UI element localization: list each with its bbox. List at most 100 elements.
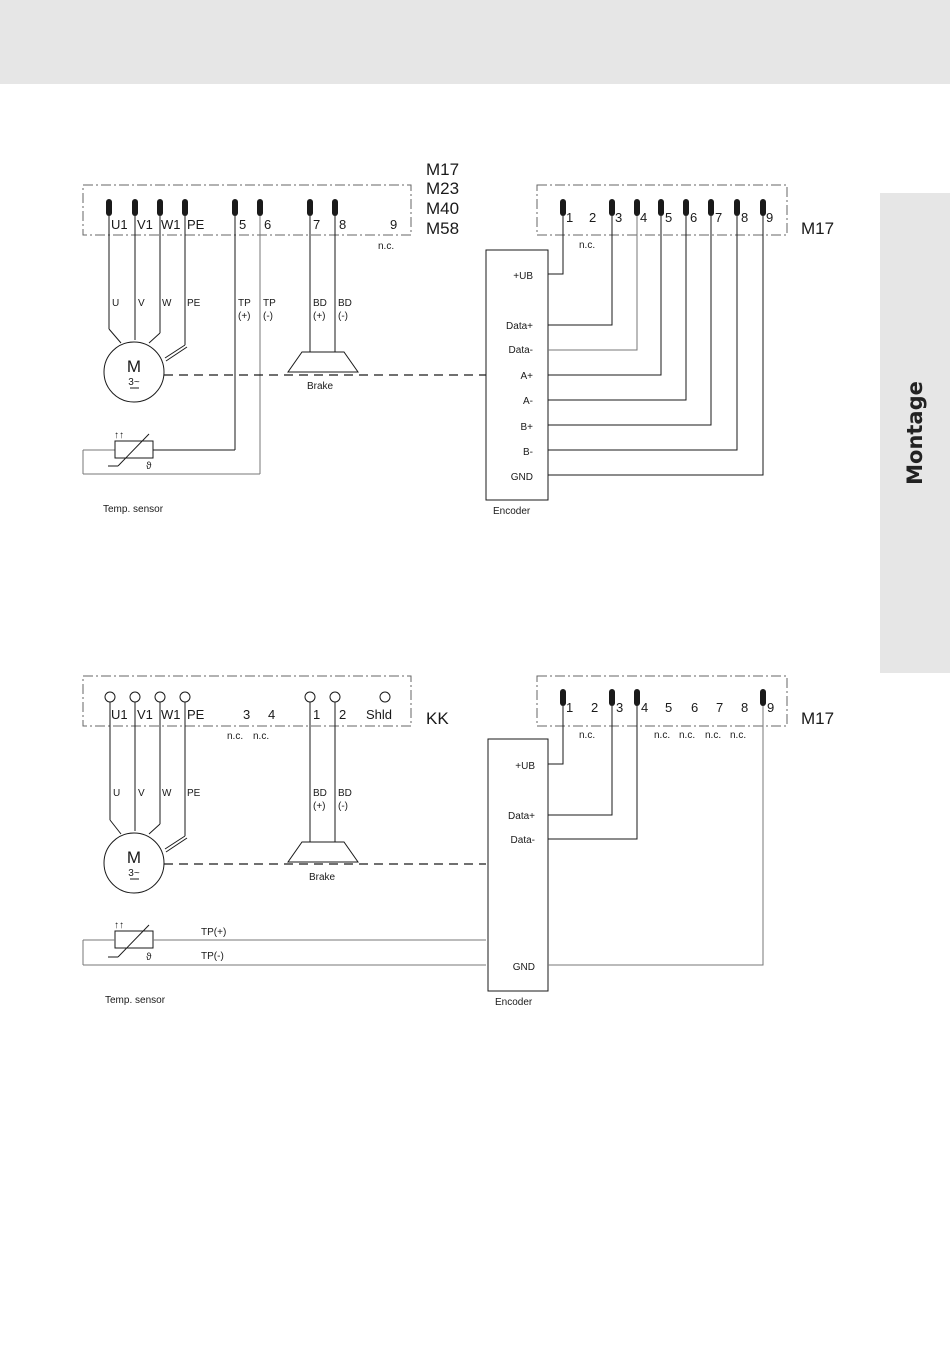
pin-pe [182, 199, 188, 216]
enc2-pin-label-9: 9 [767, 700, 774, 715]
encoder-connector-frame-2 [536, 675, 788, 727]
brake-symbol-2 [287, 841, 359, 863]
pin-label-7: 7 [313, 217, 320, 232]
enc2-pin-1 [560, 689, 566, 706]
pin-label-6: 6 [264, 217, 271, 232]
motor-label: M [127, 357, 141, 376]
kk-bd-plus-sign: (+) [313, 801, 326, 812]
pin-label-9: 9 [390, 217, 397, 232]
enc-pin-label-1: 1 [566, 210, 573, 225]
brake-label-2: Brake [309, 872, 336, 883]
pin-5 [232, 199, 238, 216]
temp-sensor-symbol-2 [114, 930, 154, 949]
pin-label-8: 8 [339, 217, 346, 232]
socket-v1 [129, 691, 141, 703]
enc-pin-5 [658, 199, 664, 216]
enc2-pin-label-1: 1 [566, 700, 573, 715]
sig2-data-minus: Data- [511, 835, 535, 846]
pin-u1 [106, 199, 112, 216]
kk-pin-label-v1: V1 [137, 707, 153, 722]
bd-plus-sign: (+) [313, 311, 326, 322]
enc2-pin-label-5: 5 [665, 700, 672, 715]
enc2-pin-9 [760, 689, 766, 706]
tp-minus-sign: (-) [263, 311, 273, 322]
enc2-pin-label-2: 2 [591, 700, 598, 715]
enc-pin-6 [683, 199, 689, 216]
enc-pin-label-7: 7 [715, 210, 722, 225]
tp-plus-label: TP [238, 298, 251, 309]
enc2-pin-label-4: 4 [641, 700, 648, 715]
kk-bd-minus-label: BD [338, 788, 352, 799]
pin-label-u1: U1 [111, 217, 128, 232]
diagram-2: KK U1 V1 W1 PE 3 4 1 2 Shld n.c. n.c. U … [82, 675, 834, 1008]
enc2-pin-label-3: 3 [616, 700, 623, 715]
sig-b-minus: B- [523, 447, 533, 458]
pin-v1 [132, 199, 138, 216]
tp-minus-label-2: TP(-) [201, 951, 224, 962]
kk-pin-label-w1: W1 [161, 707, 181, 722]
temp-sensor-symbol [114, 440, 154, 459]
series-m58: M58 [426, 219, 459, 238]
enc-pin-4 [634, 199, 640, 216]
ptc-arrows-2: ↑↑ [114, 920, 124, 931]
theta-symbol-2: ϑ [146, 952, 152, 963]
pin-label-5: 5 [239, 217, 246, 232]
motor-label-2: M [127, 848, 141, 867]
wire-w: W [162, 298, 172, 309]
kk-pin-label-pe: PE [187, 707, 205, 722]
enc2-pin-7-nc: n.c. [705, 730, 721, 741]
sig-b-plus: B+ [520, 422, 533, 433]
sig-data-minus: Data- [509, 345, 533, 356]
pin-9-nc: n.c. [378, 241, 394, 252]
enc-pin-label-8: 8 [741, 210, 748, 225]
pin-7 [307, 199, 313, 216]
motor-symbol-2 [103, 832, 165, 894]
sig-a-minus: A- [523, 396, 533, 407]
enc-pin-8 [734, 199, 740, 216]
enc2-pin-label-7: 7 [716, 700, 723, 715]
diagram-1: M17 M23 M40 M58 U1 V1 W1 PE 5 6 7 8 9 n.… [82, 160, 834, 517]
sig2-ub: +UB [515, 761, 535, 772]
encoder-label-2: Encoder [495, 997, 533, 1008]
socket-pe [179, 691, 191, 703]
bd-minus-sign: (-) [338, 311, 348, 322]
enc-pin-7 [708, 199, 714, 216]
encoder-label: Encoder [493, 506, 531, 517]
enc-pin-label-5: 5 [665, 210, 672, 225]
tp-plus-label-2: TP(+) [201, 927, 226, 938]
sig2-data-plus: Data+ [508, 811, 535, 822]
motor-symbol [103, 341, 165, 403]
motor-phase-2: 3~ [128, 868, 140, 879]
sig-gnd: GND [511, 472, 533, 483]
series-m23: M23 [426, 179, 459, 198]
pin-6 [257, 199, 263, 216]
enc-pin-2-nc: n.c. [579, 240, 595, 251]
tp-minus-label: TP [263, 298, 276, 309]
theta-symbol: ϑ [146, 461, 152, 472]
pin-label-v1: V1 [137, 217, 153, 232]
encoder-connector-type: M17 [801, 219, 834, 238]
kk-pin-label-2: 2 [339, 707, 346, 722]
kk-pin-label-3: 3 [243, 707, 250, 722]
socket-w1 [154, 691, 166, 703]
pin-label-w1: W1 [161, 217, 181, 232]
kk-pin-label-u1: U1 [111, 707, 128, 722]
sig-ub: +UB [513, 271, 533, 282]
enc-pin-label-9: 9 [766, 210, 773, 225]
pin-w1 [157, 199, 163, 216]
bd-minus-label: BD [338, 298, 352, 309]
encoder-connector-frame [536, 184, 788, 236]
socket-u1 [104, 691, 116, 703]
section-tab: Montage [880, 193, 950, 673]
brake-label: Brake [307, 381, 334, 392]
series-kk: KK [426, 709, 449, 728]
series-m17: M17 [426, 160, 459, 179]
encoder-connector-type-2: M17 [801, 709, 834, 728]
pin-8 [332, 199, 338, 216]
motor-connector-frame-2 [82, 675, 412, 727]
motor-phase: 3~ [128, 377, 140, 388]
enc2-pin-6-nc: n.c. [679, 730, 695, 741]
enc-pin-1 [560, 199, 566, 216]
enc2-pin-label-8: 8 [741, 700, 748, 715]
